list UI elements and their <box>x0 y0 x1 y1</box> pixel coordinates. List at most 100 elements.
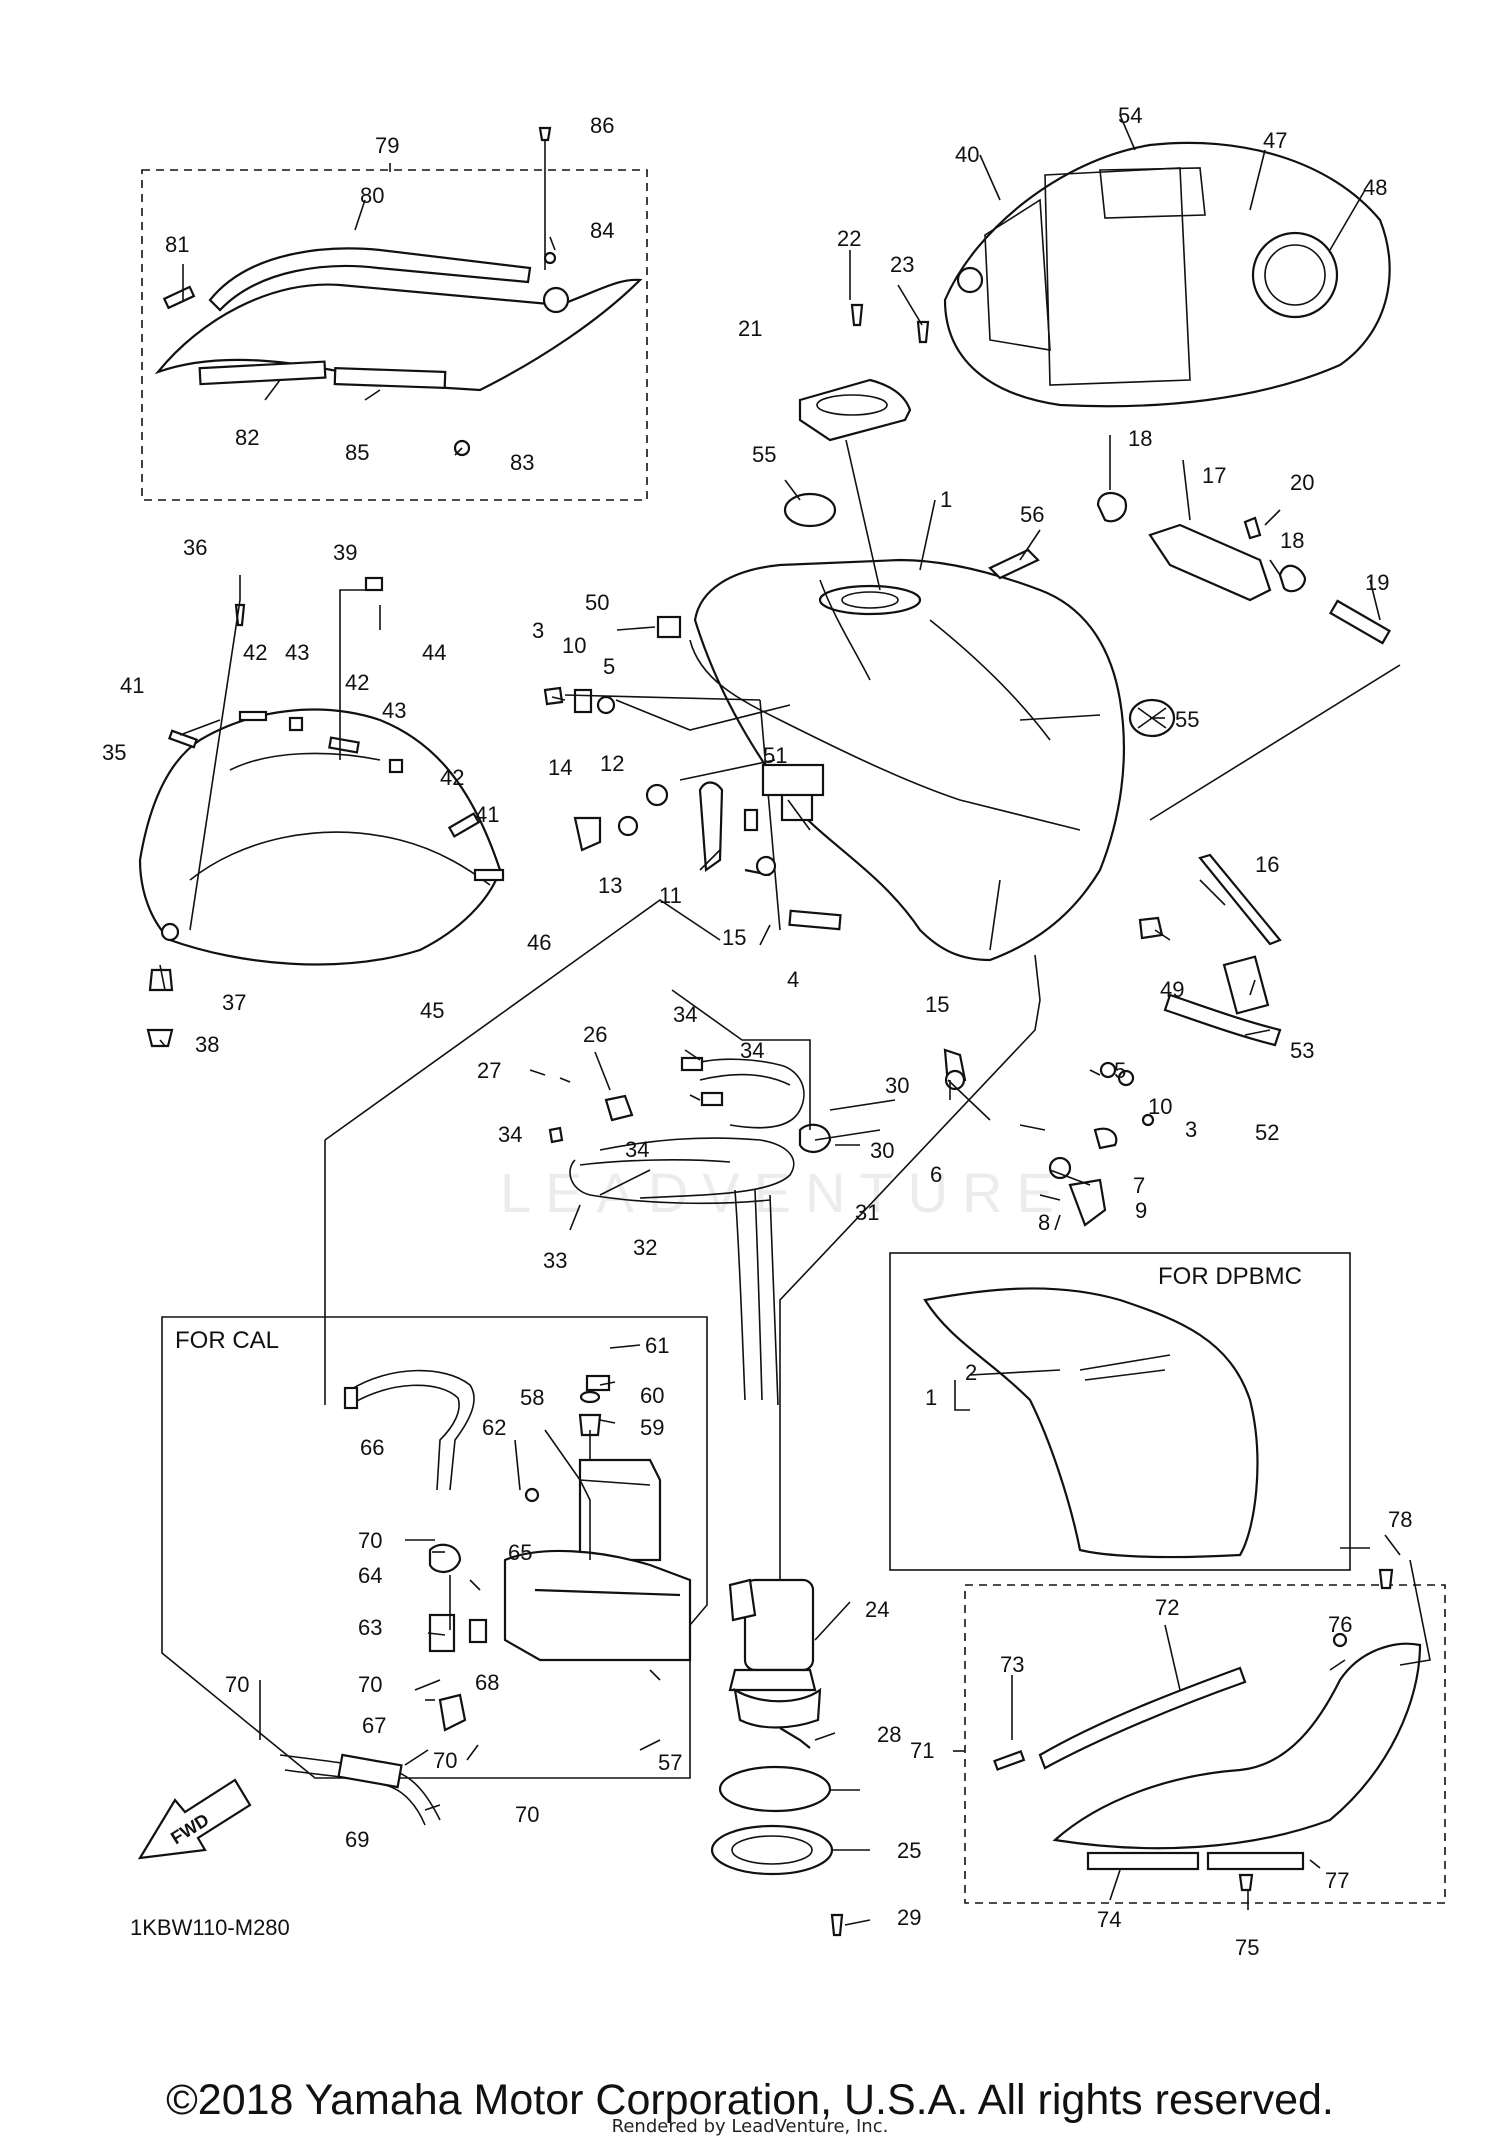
canister-group <box>279 1369 692 1826</box>
callout-80: 80 <box>360 183 384 208</box>
callout-52: 52 <box>1255 1120 1279 1145</box>
callout-1: 1 <box>940 487 952 512</box>
callout-45: 45 <box>420 998 444 1023</box>
callout-32: 32 <box>633 1235 657 1260</box>
cal-box-outline <box>161 1316 708 1779</box>
callout-44: 44 <box>422 640 446 665</box>
callout-7: 7 <box>1133 1173 1145 1198</box>
callout-11: 11 <box>659 883 682 908</box>
callout-5b: 5 <box>1114 1058 1126 1083</box>
callout-21: 21 <box>738 316 762 341</box>
cal-box-title: FOR CAL <box>175 1327 279 1354</box>
callout-74: 74 <box>1097 1907 1121 1932</box>
diagram-code: 1KBW110-M280 <box>130 1915 290 1940</box>
callout-60: 60 <box>640 1383 664 1408</box>
callout-42c: 42 <box>440 765 464 790</box>
grommet-37 <box>148 968 174 992</box>
callout-16: 16 <box>1255 852 1279 877</box>
callout-70d: 70 <box>433 1748 457 1773</box>
left-fittings <box>543 615 842 931</box>
callout-18: 18 <box>1128 426 1152 451</box>
callout-34b: 34 <box>740 1038 764 1063</box>
bracket-17 <box>1096 492 1391 645</box>
callout-41b: 41 <box>475 802 499 827</box>
callout-49: 49 <box>1160 977 1184 1002</box>
callout-39: 39 <box>333 540 357 565</box>
filler-cap <box>798 303 930 442</box>
callout-2: 2 <box>965 1360 977 1385</box>
callout-50: 50 <box>585 590 609 615</box>
copyright-text: ©2018 Yamaha Motor Corporation, U.S.A. A… <box>166 2076 1334 2124</box>
callout-4: 4 <box>787 967 799 992</box>
callout-57: 57 <box>658 1750 682 1775</box>
callout-31: 31 <box>855 1200 879 1225</box>
callout-28: 28 <box>877 1722 901 1747</box>
callout-30: 30 <box>885 1073 909 1098</box>
callout-46: 46 <box>527 930 551 955</box>
callout-41: 41 <box>120 673 144 698</box>
callout-69: 69 <box>345 1827 369 1852</box>
callout-43b: 43 <box>382 698 406 723</box>
callout-77: 77 <box>1325 1868 1349 1893</box>
callout-70e: 70 <box>515 1802 539 1827</box>
callout-66: 66 <box>360 1435 384 1460</box>
callout-27: 27 <box>477 1058 501 1083</box>
callout-30b: 30 <box>870 1138 894 1163</box>
callout-63: 63 <box>358 1615 382 1640</box>
callout-33: 33 <box>543 1248 567 1273</box>
callout-18b: 18 <box>1280 528 1304 553</box>
callout-56: 56 <box>1020 502 1044 527</box>
tank-cover <box>138 576 505 966</box>
callout-13: 13 <box>598 873 622 898</box>
callout-20: 20 <box>1290 470 1314 495</box>
callout-37: 37 <box>222 990 246 1015</box>
callout-14: 14 <box>548 755 572 780</box>
callout-42: 42 <box>243 640 267 665</box>
callout-61: 61 <box>645 1333 669 1358</box>
callout-68: 68 <box>475 1670 499 1695</box>
side-cover-upper <box>154 126 643 457</box>
callout-38: 38 <box>195 1032 219 1057</box>
callout-34d: 34 <box>625 1137 649 1162</box>
callout-5: 5 <box>603 654 615 679</box>
callout-71: 71 <box>910 1738 934 1763</box>
fwd-arrow: FWD <box>137 1778 252 1860</box>
callout-6: 6 <box>930 1162 942 1187</box>
callout-8: 8 <box>1038 1210 1050 1235</box>
callout-40: 40 <box>955 142 979 167</box>
callout-48: 48 <box>1363 175 1387 200</box>
callout-19: 19 <box>1365 570 1389 595</box>
leader-lines <box>159 114 1431 1926</box>
hose-assembly <box>548 1056 832 1406</box>
callout-24: 24 <box>865 1597 889 1622</box>
callout-51: 51 <box>763 743 787 768</box>
callout-43: 43 <box>285 640 309 665</box>
callout-34a: 34 <box>673 1002 697 1027</box>
callout-15: 15 <box>722 925 746 950</box>
callout-25: 25 <box>897 1838 921 1863</box>
callout-53: 53 <box>1290 1038 1314 1063</box>
callout-3: 3 <box>532 618 544 643</box>
callout-82: 82 <box>235 425 259 450</box>
callout-81: 81 <box>165 232 189 257</box>
callout-26: 26 <box>583 1022 607 1047</box>
callout-22: 22 <box>837 226 861 251</box>
cap-seal-55-top <box>783 492 837 528</box>
callout-65: 65 <box>508 1540 532 1565</box>
callout-10b: 10 <box>1148 1094 1172 1119</box>
callout-72: 72 <box>1155 1595 1179 1620</box>
side-cover-group-box <box>141 169 648 501</box>
fuel-tank <box>689 558 1176 962</box>
right-fittings <box>943 853 1282 1227</box>
callout-42b: 42 <box>345 670 369 695</box>
callout-9: 9 <box>1135 1198 1147 1223</box>
callout-1b: 1 <box>925 1385 937 1410</box>
callout-73: 73 <box>1000 1652 1024 1677</box>
callout-15b: 15 <box>925 992 949 1017</box>
callout-3b: 3 <box>1185 1117 1197 1142</box>
callout-34c: 34 <box>498 1122 522 1147</box>
side-cover-lower <box>993 1568 1422 1892</box>
callout-79: 79 <box>375 133 399 158</box>
callout-17: 17 <box>1202 463 1226 488</box>
